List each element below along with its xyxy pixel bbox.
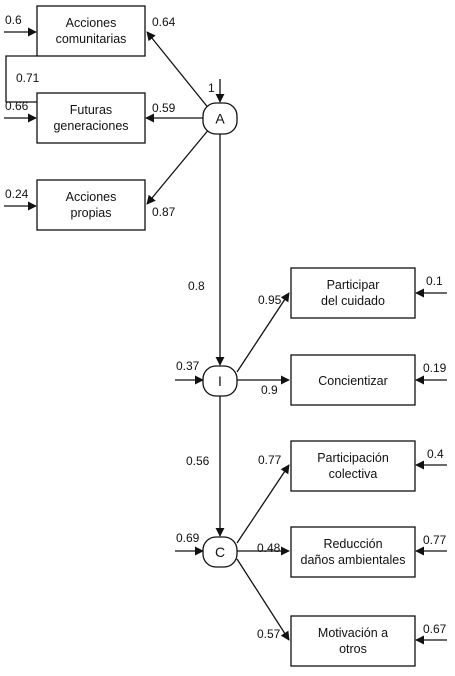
coefficient-labels: 0.6 0.64 0.71 0.66 0.59 0.24 0.87 1 0.8 …	[5, 13, 447, 641]
coef-err-a: 1	[208, 81, 215, 95]
box-label-line-2: colectiva	[329, 467, 378, 481]
coef-err-acciones-propias: 0.24	[5, 187, 29, 201]
coef-load-acciones-propias: 0.87	[152, 205, 176, 219]
coef-load-futuras-generaciones: 0.59	[152, 101, 176, 115]
coef-err-participacion-colectiva: 0.4	[427, 447, 444, 461]
box-label-line-1: Futuras	[70, 103, 112, 117]
box-label-line-1: Acciones	[66, 190, 117, 204]
box-label-line-2: daños ambientales	[301, 553, 406, 567]
box-acciones-propias: Acciones propias	[36, 179, 146, 231]
box-label-line-2: propias	[71, 206, 112, 220]
box-acciones-comunitarias: Acciones comunitarias	[36, 5, 146, 57]
node-label: C	[215, 544, 225, 560]
edges	[4, 27, 447, 645]
coef-err-futuras-generaciones: 0.66	[5, 99, 29, 113]
box-label: Concientizar	[318, 374, 387, 388]
edge-c-motivacion-otros	[236, 558, 290, 641]
box-label-line-2: comunitarias	[56, 32, 127, 46]
edge-a-acciones-propias	[146, 127, 211, 205]
box-label-line-2: generaciones	[53, 119, 128, 133]
box-label-line-2: otros	[339, 642, 367, 656]
box-label-line-1: Acciones	[66, 16, 117, 30]
box-label-line-1: Participación	[317, 451, 389, 465]
coef-cov-comunitarias-futuras: 0.71	[16, 71, 40, 85]
coef-err-motivacion-otros: 0.67	[423, 622, 447, 636]
coef-err-concientizar: 0.19	[423, 361, 447, 375]
coef-load-concientizar: 0.9	[261, 383, 278, 397]
coef-load-acciones-comunitarias: 0.64	[152, 15, 176, 29]
coef-err-c: 0.69	[176, 531, 200, 545]
coef-load-motivacion-otros: 0.57	[257, 627, 281, 641]
box-futuras-generaciones: Futuras generaciones	[36, 92, 146, 144]
coef-err-i: 0.37	[176, 359, 200, 373]
box-label-line-2: del cuidado	[321, 294, 385, 308]
coef-load-participacion-colectiva: 0.77	[258, 453, 282, 467]
box-label-line-1: Participar	[327, 278, 380, 292]
box-motivacion-otros: Motivación a otros	[290, 615, 416, 667]
coef-path-i-c: 0.56	[186, 454, 210, 468]
box-label-line-1: Reducción	[323, 537, 382, 551]
coef-err-reduccion-danos: 0.77	[423, 533, 447, 547]
coef-err-acciones-comunitarias: 0.6	[5, 13, 22, 27]
covariance-connector	[5, 55, 37, 103]
node-label: A	[215, 111, 225, 127]
coef-load-participar-cuidado: 0.95	[258, 293, 282, 307]
box-concientizar: Concientizar	[290, 354, 416, 406]
node-label: I	[218, 373, 222, 389]
node-a: A	[202, 102, 238, 135]
box-reduccion-danos: Reducción daños ambientales	[290, 526, 416, 578]
node-i: I	[202, 365, 238, 397]
edge-i-participar-cuidado	[236, 292, 290, 373]
coef-load-reduccion-danos: 0.48	[257, 541, 281, 555]
coef-path-a-i: 0.8	[188, 279, 205, 293]
box-label-line-1: Motivación a	[318, 626, 388, 640]
node-c: C	[202, 536, 238, 568]
edge-c-participacion-colectiva	[236, 464, 290, 544]
box-participar-cuidado: Participar del cuidado	[290, 267, 416, 319]
edge-a-acciones-comunitarias	[146, 31, 211, 111]
coef-err-participar-cuidado: 0.1	[426, 274, 443, 288]
box-participacion-colectiva: Participación colectiva	[290, 440, 416, 492]
